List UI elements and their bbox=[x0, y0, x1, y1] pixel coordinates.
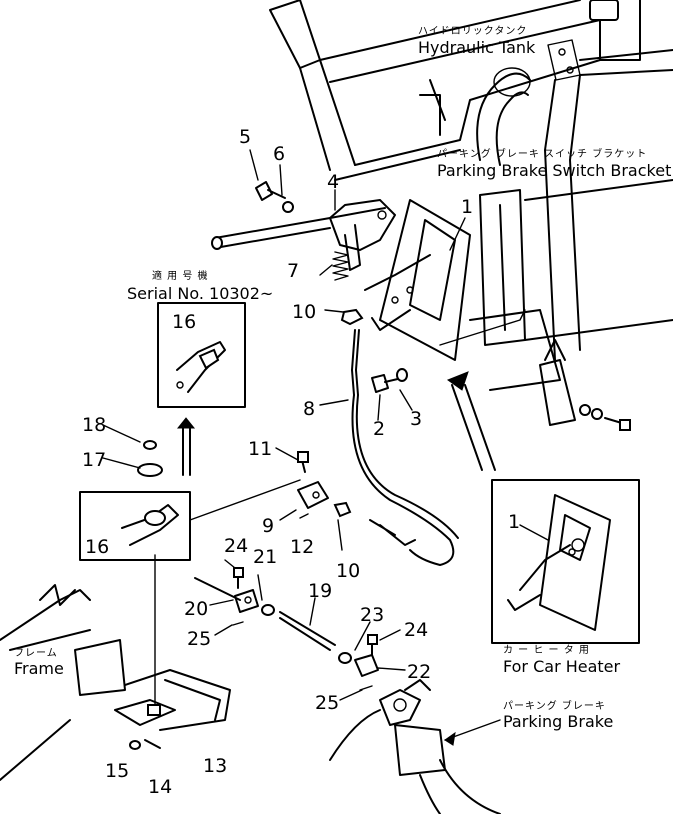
washer-18-17 bbox=[137, 440, 163, 477]
right-bracket bbox=[539, 359, 631, 431]
nut-10-upper bbox=[340, 308, 364, 326]
frame-bracket bbox=[0, 584, 231, 781]
part-number-22: 22 bbox=[407, 661, 432, 683]
part-number-16-serial: 16 bbox=[172, 311, 197, 333]
part-number-2: 2 bbox=[373, 418, 386, 440]
switch-bracket-upper bbox=[364, 199, 526, 361]
bolt-2-washer-3 bbox=[371, 368, 408, 393]
frame-label-jp: フレーム bbox=[14, 648, 58, 659]
part-number-4: 4 bbox=[327, 171, 340, 193]
cable-8 bbox=[351, 329, 459, 566]
frame-label-en: Frame bbox=[14, 659, 64, 678]
brake-label-jp: パーキング ブレーキ bbox=[503, 701, 606, 712]
part-number-10-upper: 10 bbox=[292, 301, 317, 323]
serial-label-jp: 適 用 号 機 bbox=[152, 271, 209, 282]
bracket-label-jp: パーキング ブレーキ スイッチ ブラケット bbox=[437, 149, 648, 160]
part-number-17: 17 bbox=[82, 449, 107, 471]
hydraulic-tank-structure bbox=[269, 0, 673, 391]
part-number-24-right: 24 bbox=[404, 619, 429, 641]
spring-7 bbox=[332, 251, 349, 281]
part-number-12: 12 bbox=[290, 536, 315, 558]
leader-lines bbox=[102, 149, 549, 701]
parking-brake-lever bbox=[211, 199, 396, 271]
part-number-5: 5 bbox=[239, 126, 252, 148]
part-number-6: 6 bbox=[273, 143, 286, 165]
part-number-9: 9 bbox=[262, 515, 275, 537]
tank-label-jp: ハイドロリックタンク bbox=[418, 26, 528, 37]
part-number-3: 3 bbox=[410, 408, 423, 430]
bolt-5-washer-6 bbox=[255, 181, 294, 213]
part-number-16-main: 16 bbox=[85, 536, 110, 558]
part-number-14: 14 bbox=[148, 776, 173, 798]
car-heater-box bbox=[491, 479, 640, 644]
part-number-21: 21 bbox=[253, 546, 278, 568]
heater-label-en: For Car Heater bbox=[503, 657, 621, 676]
serial-label-en: Serial No. 10302~ bbox=[127, 284, 274, 303]
part-number-8: 8 bbox=[303, 398, 316, 420]
part-number-11: 11 bbox=[248, 438, 273, 460]
part-number-10-lower: 10 bbox=[336, 560, 361, 582]
bracket-label-en: Parking Brake Switch Bracket bbox=[437, 161, 672, 180]
main-detail-box bbox=[79, 479, 301, 711]
part-number-7: 7 bbox=[287, 260, 300, 282]
part-number-24-left: 24 bbox=[224, 535, 249, 557]
brake-label-en: Parking Brake bbox=[503, 712, 614, 731]
hatched-arrows bbox=[176, 339, 566, 476]
clevis-9 bbox=[297, 451, 329, 519]
part-number-23: 23 bbox=[360, 604, 385, 626]
part-number-13: 13 bbox=[203, 755, 228, 777]
nut-10-lower bbox=[333, 501, 352, 518]
part-number-19: 19 bbox=[308, 580, 333, 602]
part-number-20: 20 bbox=[184, 598, 209, 620]
clevis-22 bbox=[338, 634, 379, 691]
part-number-25-left: 25 bbox=[187, 628, 212, 650]
part-number-1-heater: 1 bbox=[508, 511, 521, 533]
part-number-15: 15 bbox=[105, 760, 130, 782]
serial-detail-box bbox=[157, 302, 246, 408]
part-number-18: 18 bbox=[82, 414, 107, 436]
tank-label-en: Hydraulic Tank bbox=[418, 38, 536, 57]
rod-assembly bbox=[194, 567, 336, 651]
part-number-25-right: 25 bbox=[315, 692, 340, 714]
part-number-1: 1 bbox=[461, 196, 474, 218]
heater-label-jp: カ ー ヒ ー タ 用 bbox=[503, 645, 590, 656]
parking-brake-switch bbox=[329, 679, 501, 814]
